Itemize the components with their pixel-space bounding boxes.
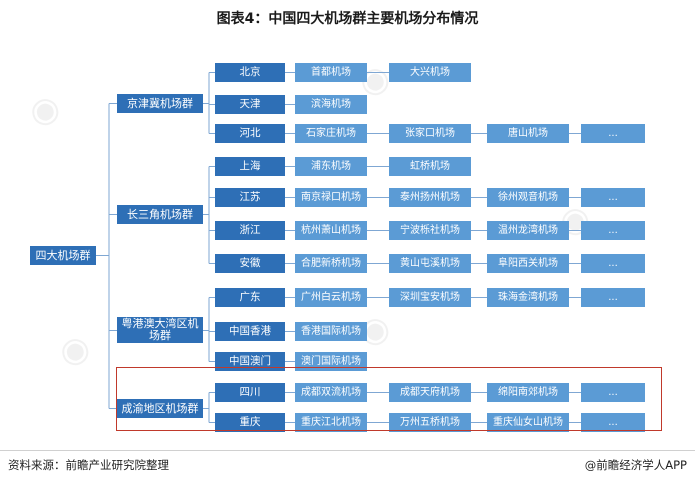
region-node: 中国澳门 xyxy=(215,352,285,371)
airport-node: 重庆江北机场 xyxy=(295,413,367,432)
airport-node: 徐州观音机场 xyxy=(487,188,569,207)
more-airports-node: ... xyxy=(581,413,645,432)
region-node: 重庆 xyxy=(215,413,285,432)
airport-node: 石家庄机场 xyxy=(295,124,367,143)
chengyu-highlight-frame xyxy=(116,367,662,431)
page-title: 图表4：中国四大机场群主要机场分布情况 xyxy=(216,11,479,27)
region-node: 中国香港 xyxy=(215,322,285,341)
airport-node: 温州龙湾机场 xyxy=(487,221,569,240)
airport-node: 澳门国际机场 xyxy=(295,352,367,371)
source-note: 资料来源：前瞻产业研究院整理 xyxy=(8,458,169,472)
region-node: 北京 xyxy=(215,63,285,82)
airport-node: 杭州萧山机场 xyxy=(295,221,367,240)
airport-node: 成都双流机场 xyxy=(295,383,367,402)
more-airports-node: ... xyxy=(581,221,645,240)
airport-node: 重庆仙女山机场 xyxy=(487,413,569,432)
region-node: 上海 xyxy=(215,157,285,176)
airport-node: 成都天府机场 xyxy=(389,383,471,402)
airport-node: 合肥新桥机场 xyxy=(295,254,367,273)
airport-node: 张家口机场 xyxy=(389,124,471,143)
region-node: 江苏 xyxy=(215,188,285,207)
region-node: 天津 xyxy=(215,95,285,114)
airport-node: 宁波栎社机场 xyxy=(389,221,471,240)
region-node: 浙江 xyxy=(215,221,285,240)
airport-node: 万州五桥机场 xyxy=(389,413,471,432)
cluster-node: 粤港澳大湾区机场群 xyxy=(117,317,203,343)
airport-node: 广州白云机场 xyxy=(295,288,367,307)
brand-credit: @前瞻经济学人APP xyxy=(584,458,687,472)
cluster-node: 京津冀机场群 xyxy=(117,94,203,113)
more-airports-node: ... xyxy=(581,288,645,307)
root-node: 四大机场群 xyxy=(30,246,96,265)
airport-node: 深圳宝安机场 xyxy=(389,288,471,307)
footer-divider xyxy=(0,450,695,451)
region-node: 广东 xyxy=(215,288,285,307)
more-airports-node: ... xyxy=(581,124,645,143)
airport-node: 滨海机场 xyxy=(295,95,367,114)
airport-node: 黄山屯溪机场 xyxy=(389,254,471,273)
airport-node: 绵阳南郊机场 xyxy=(487,383,569,402)
more-airports-node: ... xyxy=(581,383,645,402)
airport-node: 南京禄口机场 xyxy=(295,188,367,207)
cluster-node: 成渝地区机场群 xyxy=(117,399,203,418)
region-node: 四川 xyxy=(215,383,285,402)
airport-node: 首都机场 xyxy=(295,63,367,82)
airport-node: 阜阳西关机场 xyxy=(487,254,569,273)
airport-node: 浦东机场 xyxy=(295,157,367,176)
airport-node: 大兴机场 xyxy=(389,63,471,82)
region-node: 河北 xyxy=(215,124,285,143)
more-airports-node: ... xyxy=(581,254,645,273)
cluster-node: 长三角机场群 xyxy=(117,205,203,224)
more-airports-node: ... xyxy=(581,188,645,207)
region-node: 安徽 xyxy=(215,254,285,273)
airport-node: 香港国际机场 xyxy=(295,322,367,341)
airport-node: 虹桥机场 xyxy=(389,157,471,176)
airport-node: 唐山机场 xyxy=(487,124,569,143)
airport-node: 珠海金湾机场 xyxy=(487,288,569,307)
airport-node: 泰州扬州机场 xyxy=(389,188,471,207)
